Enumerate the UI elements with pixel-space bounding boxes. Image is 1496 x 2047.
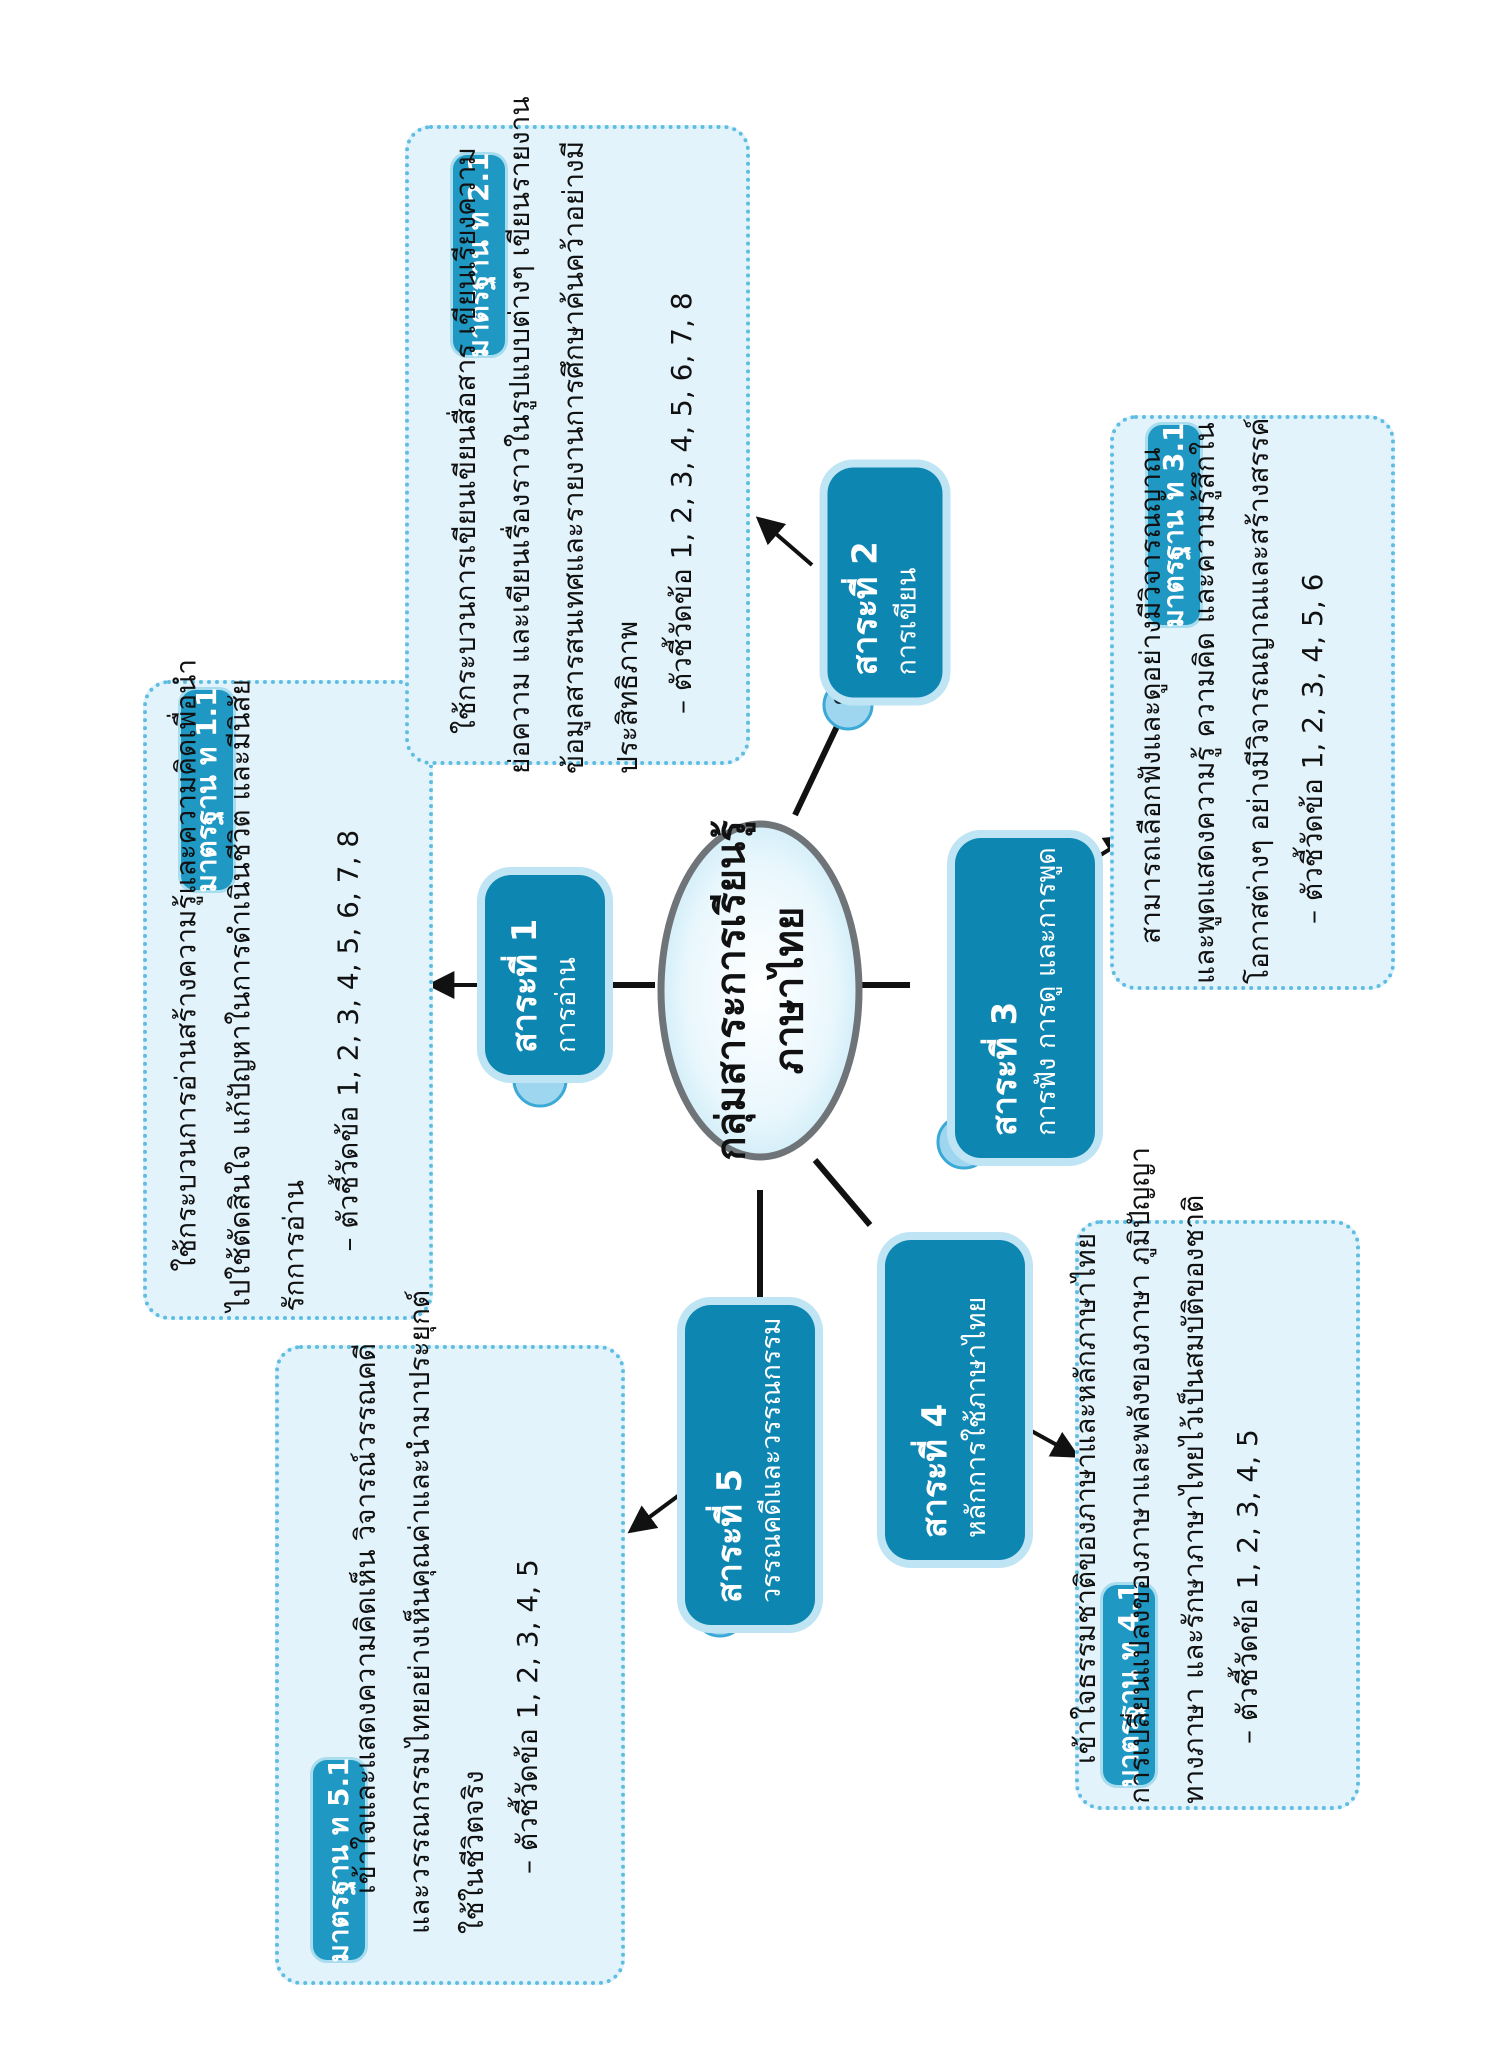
- arrow-strand-2: [755, 516, 814, 567]
- strand-box-1: สาระที่ 1 การอ่าน: [485, 875, 605, 1075]
- standard-box-5: มาตรฐาน ท 5.1 เข้าใจและแสดงความคิดเห็น ว…: [275, 1290, 625, 1985]
- strand-subtitle: การอ่าน: [551, 957, 582, 1053]
- standard-line: การเปลี่ยนแปลงของภาษาและพลังของภาษา ภูมิ…: [1123, 1147, 1156, 1804]
- standard-indicators: – ตัวชี้วัดข้อ 1, 2, 3, 4, 5, 6, 7, 8: [665, 292, 698, 714]
- strand-title: สาระที่ 4: [915, 1403, 955, 1538]
- standard-line: และวรรณกรรมไทยอย่างเห็นคุณค่าและนำมาประย…: [403, 1289, 436, 1934]
- standard-indicators: – ตัวชี้วัดข้อ 1, 2, 3, 4, 5, 6, 7, 8: [331, 829, 365, 1252]
- standard-line: ย่อความ และเขียนเรื่องราวในรูปแบบต่างๆ เ…: [503, 96, 536, 774]
- center-topic: กลุ่มสาระการเรียนรู้ ภาษาไทย: [657, 820, 863, 1161]
- standard-box-1: มาตรฐาน ท 1.1 ใช้กระบวนการอ่านสร้างความร…: [143, 659, 433, 1320]
- standard-text: ใช้กระบวนการอ่านสร้างความรู้และความคิดเพ…: [160, 659, 385, 1312]
- strand-title: สาระที่ 1: [505, 918, 545, 1053]
- standard-text: สามารถเลือกฟังและดูอย่างมีวิจารณญาณ และพ…: [1124, 417, 1344, 984]
- standard-indicators: – ตัวชี้วัดข้อ 1, 2, 3, 4, 5: [1231, 1429, 1264, 1744]
- standard-line: ใช้ในชีวิตจริง: [457, 1770, 490, 1934]
- strand-subtitle: การเขียน: [891, 567, 922, 676]
- center-title-line1: กลุ่มสาระการเรียนรู้: [708, 820, 754, 1161]
- strand-box-3: สาระที่ 3 การฟัง การดู และการพูด: [955, 838, 1095, 1158]
- strand-title: สาระที่ 3: [985, 1001, 1025, 1136]
- standard-indicators: – ตัวชี้วัดข้อ 1, 2, 3, 4, 5: [511, 1559, 544, 1874]
- standard-line: ประสิทธิภาพ: [611, 620, 644, 774]
- standard-line: รักการอ่าน: [277, 1180, 311, 1312]
- strand-box-5: สาระที่ 5 วรรณคดีและวรรณกรรม: [685, 1305, 815, 1625]
- standard-line: เข้าใจธรรมชาติของภาษาและหลักภาษาไทย: [1069, 1232, 1102, 1764]
- strand-box-4: สาระที่ 4 หลักการใช้ภาษาไทย: [885, 1240, 1025, 1560]
- strand-box-2: สาระที่ 2 การเขียน: [827, 467, 943, 698]
- standard-box-2: มาตรฐาน ท 2.1 ใช้กระบวนการเขียนเขียนสื่อ…: [405, 96, 750, 774]
- standard-text: ใช้กระบวนการเขียนเขียนสื่อสาร เขียนเรียง…: [439, 96, 719, 774]
- arrow-strand-5: [627, 1488, 688, 1534]
- standard-box-4: มาตรฐาน ท 4.1 เข้าใจธรรมชาติของภาษาและหล…: [1069, 1147, 1360, 1810]
- center-title-line2: ภาษาไทย: [766, 906, 812, 1075]
- standard-line: ไปใช้ตัดสินใจ แก้ปัญหาในการดำเนินชีวิต แ…: [223, 679, 257, 1312]
- standard-text: เข้าใจธรรมชาติของภาษาและหลักภาษาไทย การเ…: [1059, 1147, 1279, 1804]
- standard-indicators: – ตัวชี้วัดข้อ 1, 2, 3, 4, 5, 6: [1296, 573, 1329, 924]
- strand-subtitle: วรรณคดีและวรรณกรรม: [756, 1317, 787, 1603]
- strand-title: สาระที่ 2: [845, 541, 885, 676]
- standard-line: โอกาสต่างๆ อย่างมีวิจารณญาณและสร้างสรรค์: [1242, 417, 1275, 984]
- standard-line: ทางภาษา และรักษาภาษาไทยไว้เป็นสมบัติของช…: [1177, 1194, 1210, 1804]
- standard-line: ข้อมูลสารสนเทศและรายงานการศึกษาค้นคว้าอย…: [557, 140, 590, 774]
- strand-subtitle: การฟัง การดู และการพูด: [1031, 847, 1062, 1136]
- standard-text: เข้าใจและแสดงความคิดเห็น วิจารณ์วรรณคดี …: [339, 1289, 559, 1934]
- standard-line: เข้าใจและแสดงความคิดเห็น วิจารณ์วรรณคดี: [349, 1343, 382, 1894]
- standard-line: สามารถเลือกฟังและดูอย่างมีวิจารณญาณ: [1134, 447, 1167, 944]
- strand-title: สาระที่ 5: [710, 1468, 750, 1603]
- connector-center-strand-2: [792, 718, 843, 817]
- strand-subtitle: หลักการใช้ภาษาไทย: [961, 1296, 992, 1538]
- standard-line: ใช้กระบวนการอ่านสร้างความรู้และความคิดเพ…: [169, 659, 203, 1272]
- standard-line: ใช้กระบวนการเขียนเขียนสื่อสาร เขียนเรียง…: [449, 147, 482, 734]
- standard-box-3: มาตรฐาน ท 3.1 สามารถเลือกฟังและดูอย่างมี…: [1110, 415, 1395, 990]
- standard-line: และพูดแสดงความรู้ ความคิด และความรู้สึกใ…: [1188, 422, 1221, 984]
- connector-center-strand-4: [812, 1158, 873, 1227]
